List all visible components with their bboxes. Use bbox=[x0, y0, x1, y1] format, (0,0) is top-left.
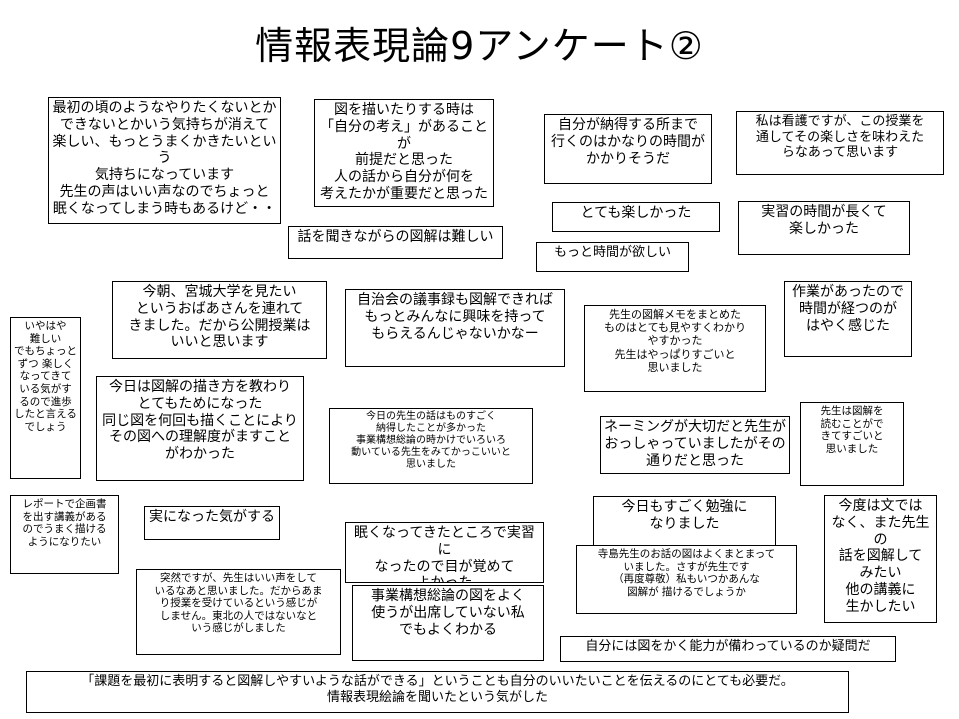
comment-box: ネーミングが大切だと先生が おっしゃっていましたがその 通りだと思った bbox=[600, 416, 790, 474]
comment-box: レポートで企画書 を出す講義がある のでうまく描ける ようになりたい bbox=[10, 495, 119, 574]
comment-box: 事業構想総論の図をよく 使うが出席していない私 でもよくわかる bbox=[352, 585, 544, 661]
comment-box: 話を聞きながらの図解は難しい bbox=[288, 226, 503, 259]
comment-box: 寺島先生のお話の図はよくまとまって いました。さすが先生です （再度尊敬）私もい… bbox=[576, 545, 797, 614]
comment-box: 最初の頃のようなやりたくないとか できないとかいう気持ちが消えて 楽しい、もっと… bbox=[48, 97, 281, 224]
comment-box: 先生の図解メモをまとめた ものはとても見やすくわかり やすかった 先生はやっぱり… bbox=[584, 305, 766, 392]
comment-box: いやはや 難しい でもちょっと ずつ 楽しく なってきて いる気がす るので進歩… bbox=[10, 317, 81, 479]
comment-box: もっと時間が欲しい bbox=[536, 242, 689, 272]
comment-box: 自分には図をかく能力が備わっているのか疑問だ bbox=[560, 636, 896, 662]
comment-box: 突然ですが、先生はいい声をして いるなあと思いました。だからあま り授業を受けて… bbox=[136, 569, 341, 655]
comment-box: 眠くなってきたところで実習に なったので目が覚めて よかった bbox=[345, 522, 544, 583]
comment-box: 先生は図解を 読むことがで きてすごいと 思いました bbox=[800, 402, 904, 486]
slide-title: 情報表現論9アンケート② bbox=[255, 24, 704, 68]
comment-box: 実になった気がする bbox=[144, 506, 280, 540]
comment-box: 私は看護ですが、この授業を 通してその楽しさを味わえた らなあって思います bbox=[736, 111, 944, 175]
comment-box: 「課題を最初に表明すると図解しやすいような話ができる」ということも自分のいいたい… bbox=[26, 671, 849, 713]
comment-box: 実習の時間が長くて 楽しかった bbox=[738, 201, 910, 255]
comment-box: 今日は図解の描き方を教わり とてもためになった 同じ図を何回も描くことにより そ… bbox=[96, 376, 304, 481]
comment-box: 自治会の議事録も図解できれば もっとみんなに興味を持って もらえるんじゃないかな… bbox=[345, 289, 565, 367]
comment-box: とても楽しかった bbox=[552, 202, 720, 232]
comment-box: 今度は文では なく、また先生の 話を図解して みたい 他の講義に 生かしたい bbox=[824, 495, 937, 623]
comment-box: 図を描いたりする時は 「自分の考え」があることが 前提だと思った 人の話から自分… bbox=[314, 99, 494, 207]
comment-box: 今日の先生の話はものすごく 納得したことが多かった 事業構想総論の時かけでいろい… bbox=[329, 408, 533, 484]
comment-box: 自分が納得する所まで 行くのはかなりの時間が かかりそうだ bbox=[544, 114, 712, 184]
comment-box: 今日もすごく勉強に なりました bbox=[593, 496, 776, 546]
comment-box: 作業があったので 時間が経つのが はやく感じた bbox=[784, 281, 912, 357]
comment-box: 今朝、宮城大学を見たい というおばあさんを連れて きました。だから公開授業は い… bbox=[112, 281, 327, 359]
